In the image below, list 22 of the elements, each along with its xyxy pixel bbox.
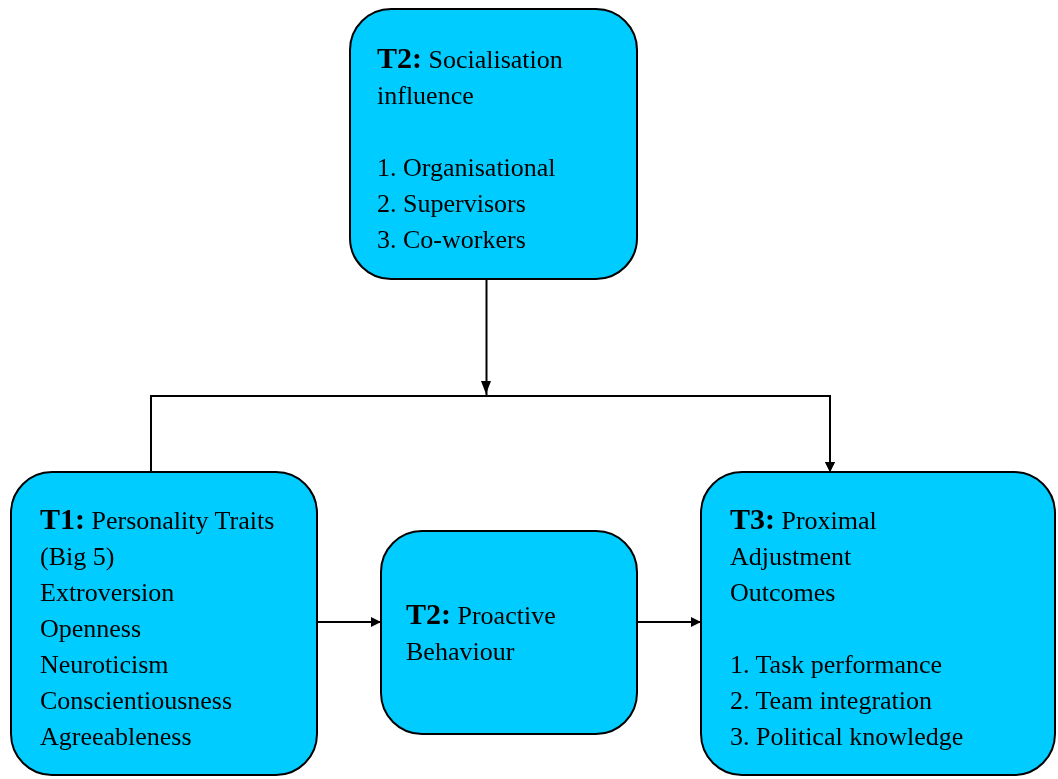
list-item: Extroversion [40,577,175,609]
rounded-box [349,8,638,280]
rounded-box [700,471,1056,776]
box-heading: T3: Proximal Adjustment Outcomes [730,501,878,609]
list-item: Neuroticism [40,649,169,681]
arrow [637,617,701,627]
box-heading: T2: Proactive Behaviour [406,595,557,668]
list-item: 2. Team integration [730,685,933,717]
arrow [150,395,835,472]
list-item: 3. Co-workers [377,224,526,256]
box-heading: T1: Personality Traits (Big 5) [40,501,276,573]
list-item: Agreeableness [40,721,192,753]
list-item: Openness [40,613,142,645]
rounded-box [380,530,638,735]
list-item: 2. Supervisors [377,188,526,220]
rounded-box [10,471,318,776]
list-item: 1. Organisational [377,152,556,184]
list-item: 1. Task performance [730,649,943,681]
box-heading: T2: Socialisation influence [377,40,564,112]
list-item: Conscientiousness [40,685,233,717]
arrow [317,617,381,627]
list-item: 3. Political knowledge [730,721,964,753]
